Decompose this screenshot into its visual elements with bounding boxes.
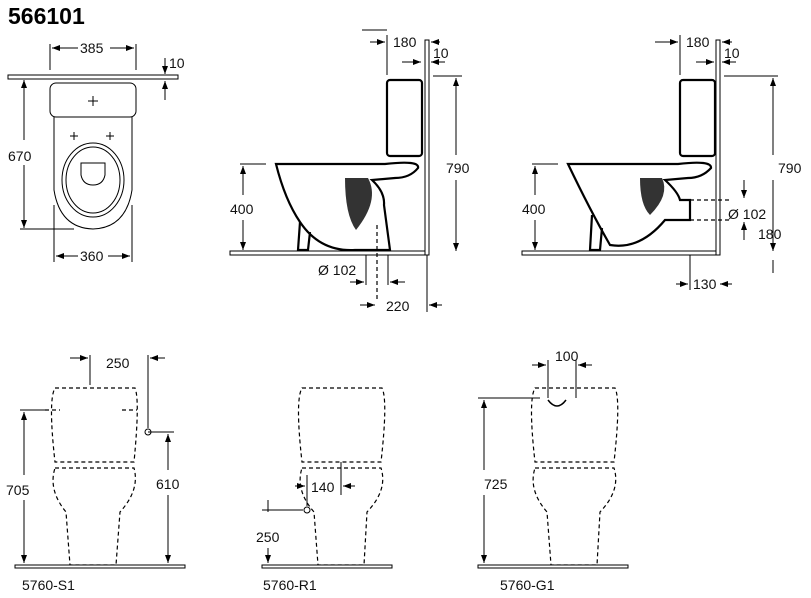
pedestal-outline (296, 221, 312, 252)
dim-inlet-height: 250 (256, 529, 280, 545)
floor-line (14, 564, 186, 569)
floor-line (521, 250, 721, 256)
front-view-r1: 140 250 5760-R1 (256, 387, 393, 593)
dim-outlet-distance: 220 (386, 298, 410, 314)
dim-offset: 140 (311, 479, 335, 495)
water-inlet-icon (547, 399, 567, 407)
mounting-hole-icon (70, 132, 78, 140)
dim-seat-height: 400 (230, 201, 254, 217)
dim-height: 790 (778, 160, 802, 176)
bowl-outline (566, 161, 713, 247)
dim-outlet-diameter: Ø 102 (318, 262, 356, 278)
bowl-outline (274, 161, 420, 252)
seat-outline (61, 142, 125, 218)
product-number: 566101 (8, 3, 85, 29)
bowl-opening (80, 162, 106, 186)
flush-button-icon (88, 96, 98, 106)
bowl-outline (532, 467, 617, 566)
floor-line (477, 564, 629, 569)
dim-depth: 670 (8, 148, 32, 164)
seat-inner-outline (65, 146, 121, 214)
floor-line (261, 564, 393, 569)
dim-width-top: 385 (80, 40, 104, 56)
pedestal-outline (588, 214, 604, 252)
tank-outline (678, 78, 717, 158)
dim-tank-depth: 180 (686, 34, 710, 50)
bowl-outline (52, 467, 136, 566)
dim-height: 705 (6, 482, 30, 498)
model-label: 5760-S1 (22, 577, 75, 593)
dim-width-bottom: 360 (80, 248, 104, 264)
wall-line (424, 39, 430, 256)
trap-section (345, 178, 372, 230)
front-view-g1: 100 725 5760-G1 (477, 348, 629, 593)
dim-wall-gap: 10 (169, 55, 185, 71)
dim-outlet-diameter: Ø 102 (728, 206, 766, 222)
dim-height: 790 (446, 160, 470, 176)
wall-line (715, 39, 721, 256)
model-label: 5760-G1 (500, 577, 555, 593)
dim-wall-gap: 10 (433, 45, 449, 61)
side-view-1: 180 10 790 400 Ø 102 220 (229, 29, 470, 314)
model-label: 5760-R1 (263, 577, 317, 593)
tank-outline (385, 78, 424, 158)
floor-line (229, 250, 426, 256)
tank-outline (49, 82, 137, 118)
tank-outline (530, 387, 619, 463)
dim-outlet-height: 180 (758, 226, 782, 242)
dim-width: 100 (555, 348, 579, 364)
dim-width: 250 (106, 355, 130, 371)
water-inlet-icon (303, 506, 311, 514)
water-inlet-icon (144, 428, 152, 436)
dim-outlet-distance: 130 (693, 276, 717, 292)
tank-outline (297, 387, 386, 463)
bowl-outline (53, 117, 133, 230)
dim-wall-gap: 10 (724, 45, 740, 61)
tank-outline (50, 387, 138, 463)
dim-inlet-height: 610 (156, 476, 180, 492)
side-view-2: 180 10 790 400 Ø 102 180 130 (521, 34, 802, 292)
mounting-hole-icon (106, 132, 114, 140)
top-view: 385 10 670 360 (7, 40, 185, 264)
dim-tank-depth: 180 (393, 34, 417, 50)
trap-section (640, 178, 665, 215)
dim-height: 725 (484, 476, 508, 492)
dim-seat-height: 400 (522, 201, 546, 217)
wall-line (7, 74, 179, 80)
front-view-s1: 250 705 610 5760-S1 (6, 355, 186, 593)
